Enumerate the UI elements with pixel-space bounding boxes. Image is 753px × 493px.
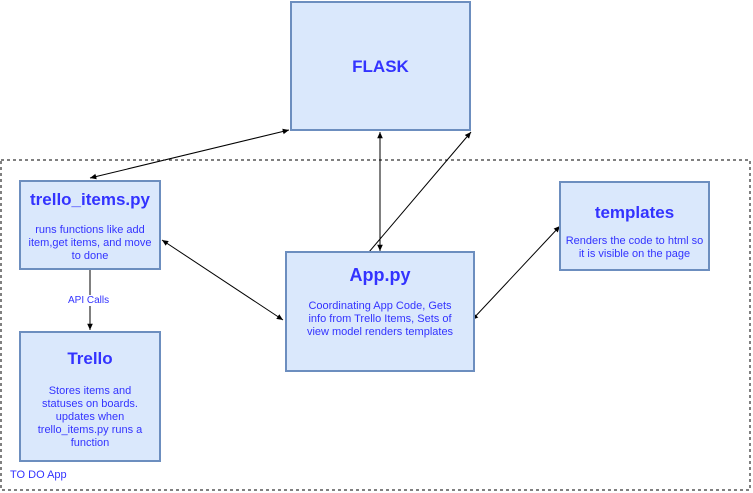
group-label-todo-app: TO DO App (10, 469, 67, 481)
node-trello-title: Trello (67, 349, 113, 368)
node-templates-desc: Renders the code to html so it is visibl… (565, 235, 704, 260)
node-flask-title: FLASK (352, 57, 409, 76)
node-trello-desc: Stores items and statuses on boards. upd… (37, 385, 143, 449)
node-app-title: App.py (349, 265, 411, 285)
node-app[interactable]: App.py Coordinating App Code, Gets info … (285, 251, 475, 372)
edge-label-api-calls: API Calls (68, 295, 110, 306)
edge-app-templates (471, 225, 561, 321)
edge-app-flask-diagonal (351, 131, 472, 273)
node-app-desc: Coordinating App Code, Gets info from Tr… (306, 300, 454, 338)
edge-trello-items-app (161, 239, 284, 321)
node-flask[interactable]: FLASK (290, 1, 471, 131)
node-trello-items-desc: runs functions like add item,get items, … (28, 224, 152, 262)
node-trello-items[interactable]: trello_items.py runs functions like add … (19, 180, 161, 270)
node-templates[interactable]: templates Renders the code to html so it… (559, 181, 710, 271)
node-trello-items-title: trello_items.py (30, 190, 150, 209)
edge-trello-items-flask (89, 128, 290, 180)
node-templates-title: templates (594, 203, 675, 222)
node-trello[interactable]: Trello Stores items and statuses on boar… (19, 331, 161, 462)
